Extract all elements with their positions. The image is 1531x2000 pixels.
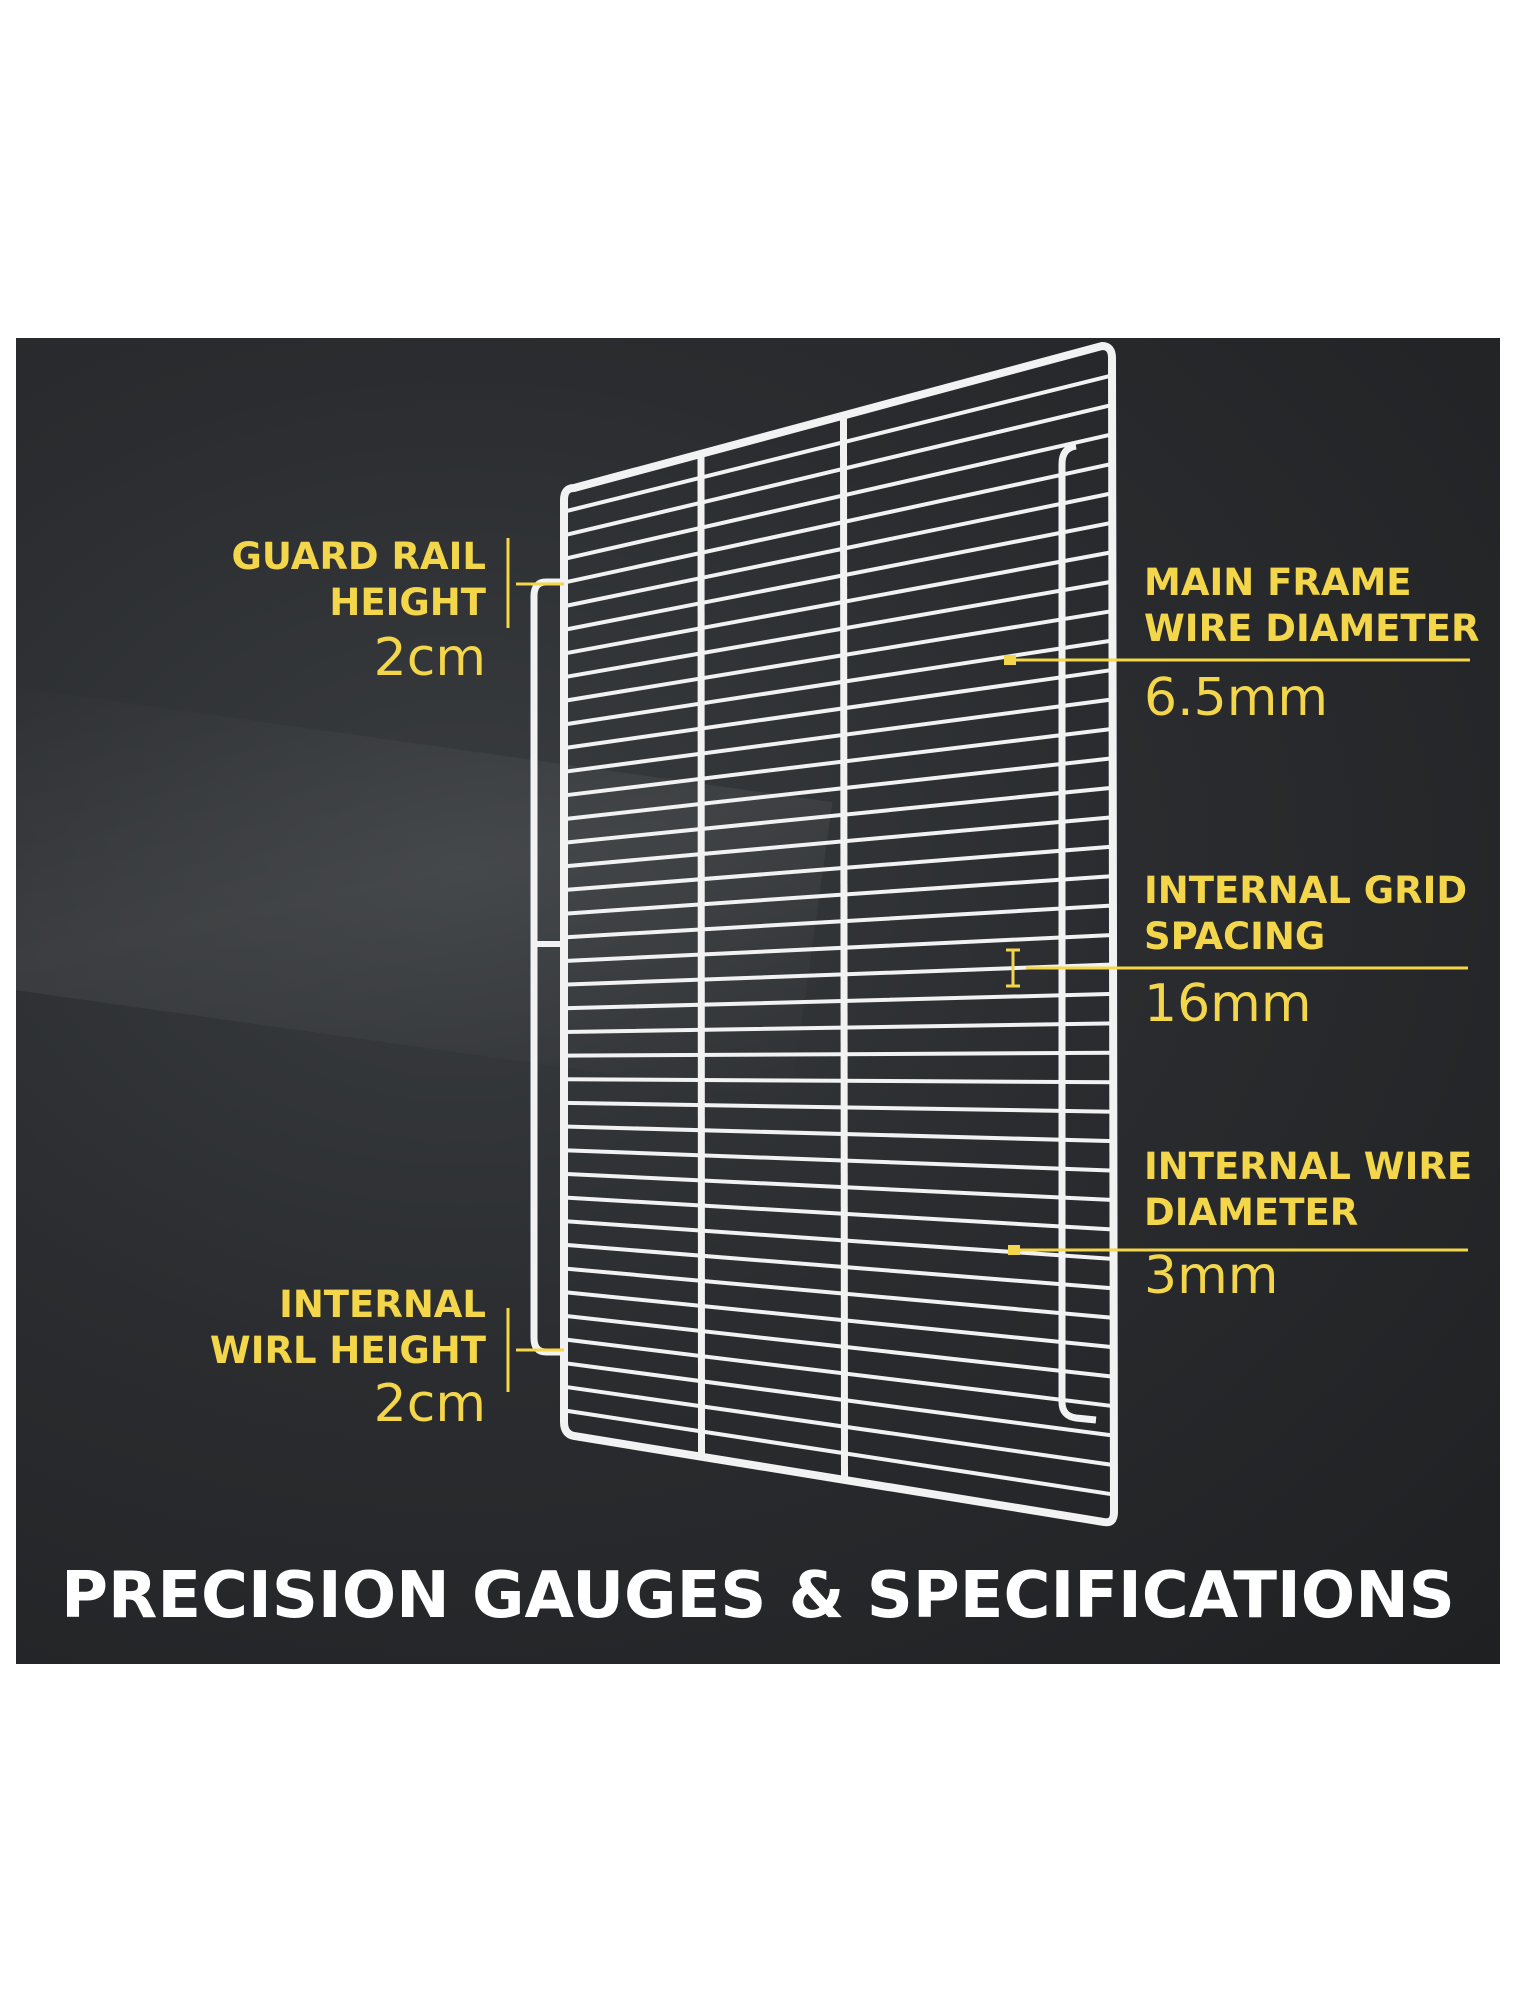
guard-rail-label: GUARD RAIL HEIGHT bbox=[146, 534, 486, 626]
product-image-panel: GUARD RAIL HEIGHT 2cm INTERNAL WIRL HEIG… bbox=[16, 338, 1500, 1664]
rack-cross-wire bbox=[562, 1384, 1116, 1468]
internal-wire-height-label-line2: WIRL HEIGHT bbox=[209, 1329, 486, 1372]
rack-cross-wire bbox=[562, 1148, 1116, 1173]
internal-wire-height-value: 2cm bbox=[373, 1374, 486, 1434]
rack-support-wire bbox=[839, 415, 848, 1480]
rack-cross-wire bbox=[562, 432, 1115, 561]
rack-cross-wire bbox=[562, 756, 1115, 822]
internal-wire-height-label: INTERNAL WIRL HEIGHT bbox=[146, 1282, 486, 1374]
rack-cross-wire bbox=[562, 520, 1115, 632]
rack-cross-wire bbox=[562, 1219, 1116, 1261]
rack-cross-wire bbox=[562, 491, 1115, 609]
grid-spacing-label-line2: SPACING bbox=[1144, 915, 1326, 958]
main-frame-pointer-tip bbox=[1004, 655, 1016, 665]
rack-cross-wire bbox=[562, 1100, 1116, 1114]
page-title: PRECISION GAUGES & SPECIFICATIONS bbox=[61, 1559, 1455, 1633]
internal-wire-label-line2: DIAMETER bbox=[1144, 1191, 1359, 1234]
rack-cross-wire bbox=[562, 785, 1115, 845]
rack-cross-wire bbox=[562, 1050, 1116, 1058]
rack-cross-wire bbox=[562, 903, 1115, 940]
rack-cross-wire bbox=[562, 667, 1115, 751]
rack-cross-wire bbox=[562, 815, 1115, 869]
rack-cross-wire bbox=[562, 1337, 1116, 1409]
main-frame-label-line1: MAIN FRAME bbox=[1144, 561, 1412, 604]
main-frame-label-line2: WIRE DIAMETER bbox=[1144, 607, 1480, 650]
rack-cross-wire bbox=[562, 874, 1115, 916]
rack-cross-wire bbox=[562, 1124, 1116, 1144]
main-frame-value: 6.5mm bbox=[1144, 668, 1329, 728]
rack-cross-wire bbox=[562, 1361, 1116, 1438]
guard-rail-label-line2: HEIGHT bbox=[329, 581, 486, 624]
rack-cross-wire bbox=[562, 991, 1116, 1011]
rack-cross-wire bbox=[562, 1242, 1116, 1291]
guard-rail-value: 2cm bbox=[373, 628, 486, 688]
rack-cross-wire bbox=[562, 1408, 1116, 1497]
rack-left-guard-rail bbox=[530, 578, 564, 1356]
wire-rack-shelf bbox=[506, 341, 1470, 1527]
rack-cross-wire bbox=[562, 726, 1115, 798]
grid-spacing-bracket bbox=[1006, 948, 1020, 988]
main-frame-label: MAIN FRAME WIRE DIAMETER bbox=[1144, 560, 1500, 652]
rack-cross-wire bbox=[562, 962, 1116, 987]
rack-cross-wire bbox=[562, 373, 1115, 514]
rack-cross-wire bbox=[562, 1021, 1116, 1034]
rack-cross-wire bbox=[562, 609, 1115, 703]
rack-cross-wire bbox=[562, 1195, 1116, 1232]
rack-cross-wire bbox=[562, 1266, 1116, 1320]
grid-spacing-label-line1: INTERNAL GRID bbox=[1144, 869, 1468, 912]
grid-spacing-label: INTERNAL GRID SPACING bbox=[1144, 868, 1500, 960]
rack-outer-frame bbox=[560, 341, 1119, 1527]
rack-cross-wire bbox=[562, 550, 1115, 656]
internal-wire-pointer-tip bbox=[1008, 1245, 1020, 1255]
rack-cross-wire bbox=[562, 697, 1115, 774]
internal-wire-value: 3mm bbox=[1144, 1246, 1279, 1306]
rack-cross-wire bbox=[562, 933, 1115, 963]
rack-support-wire bbox=[697, 452, 705, 1457]
internal-wire-label-line1: INTERNAL WIRE bbox=[1144, 1145, 1473, 1188]
rack-cross-wire bbox=[562, 1077, 1116, 1085]
rack-cross-wire bbox=[562, 844, 1115, 893]
internal-wire-height-label-line1: INTERNAL bbox=[279, 1283, 486, 1326]
rack-cross-wire bbox=[562, 1171, 1116, 1203]
grid-spacing-value: 16mm bbox=[1144, 974, 1312, 1034]
guard-rail-label-line1: GUARD RAIL bbox=[231, 535, 486, 578]
rack-cross-wire bbox=[562, 1313, 1116, 1379]
rack-cross-wire bbox=[562, 579, 1115, 680]
rack-cross-wire bbox=[562, 1290, 1116, 1350]
internal-wire-label: INTERNAL WIRE DIAMETER bbox=[1144, 1144, 1500, 1236]
rack-right-guard-rail bbox=[1058, 442, 1097, 1424]
rack-cross-wire bbox=[562, 638, 1115, 727]
rack-cross-wire bbox=[562, 402, 1115, 538]
rack-cross-wire bbox=[562, 461, 1115, 585]
